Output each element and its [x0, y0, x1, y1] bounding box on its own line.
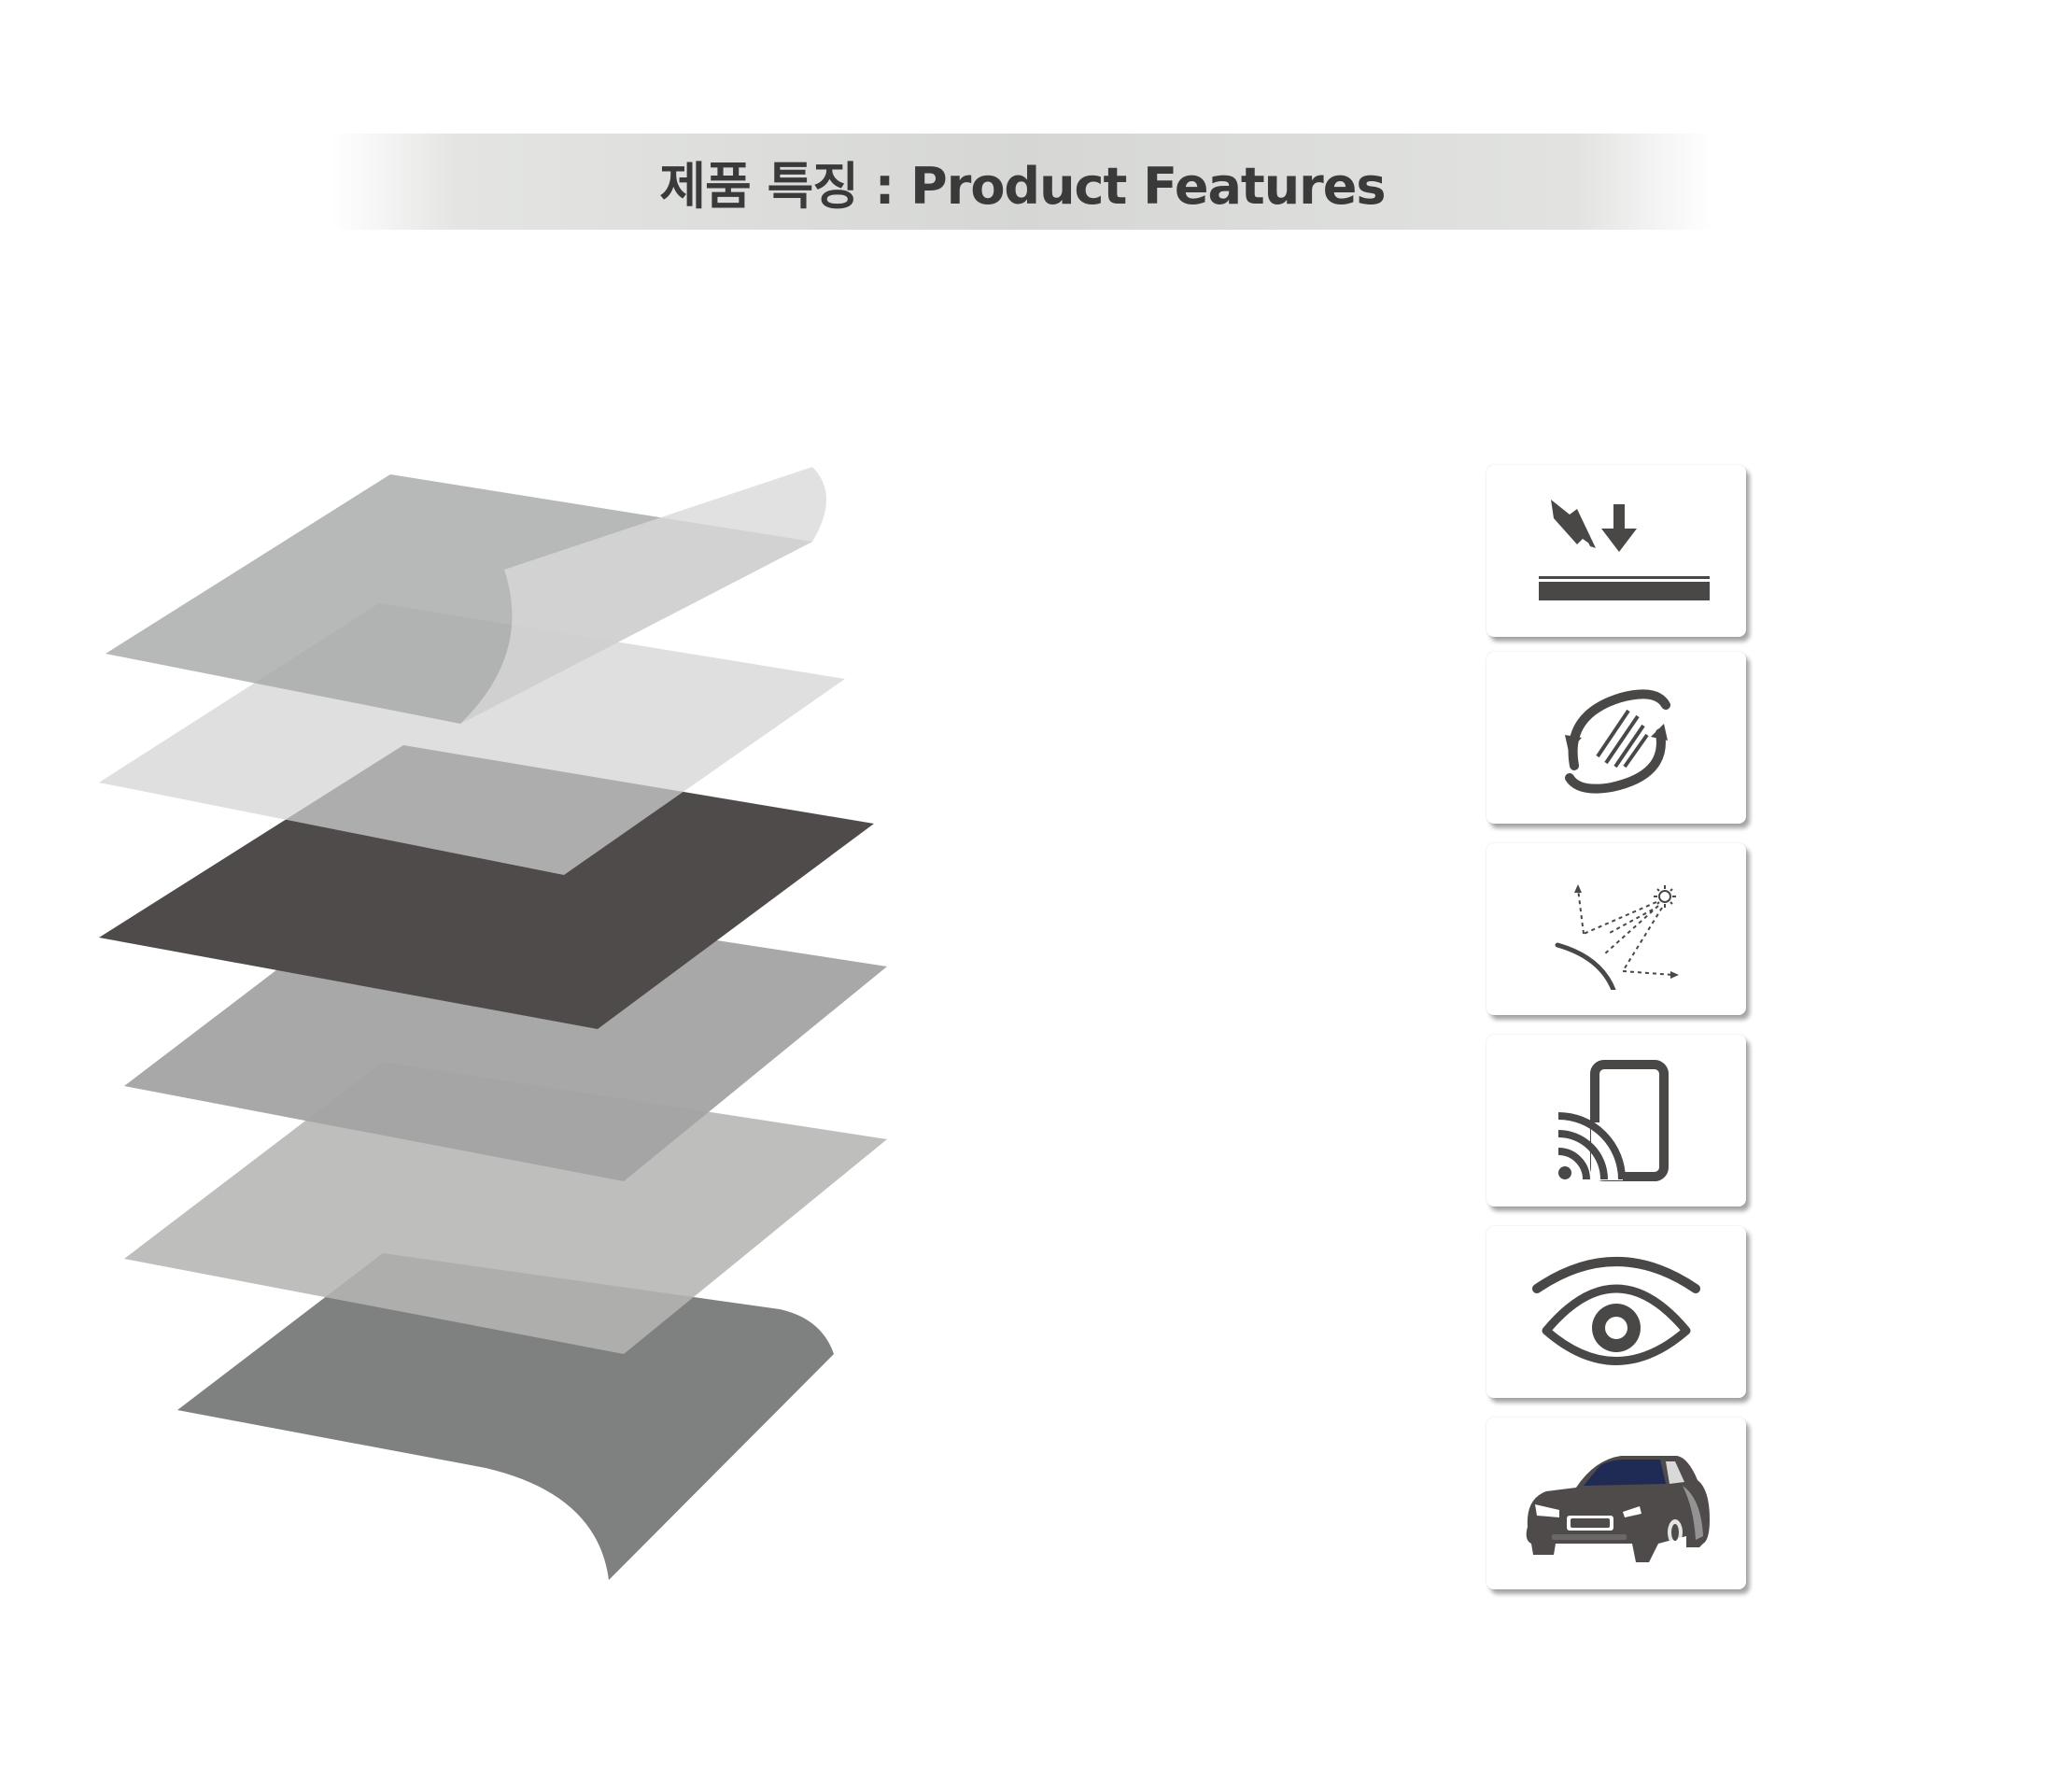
feature-card-signal — [1486, 1035, 1746, 1206]
car-icon — [1526, 1456, 1710, 1562]
film-layer-6 — [177, 1253, 834, 1580]
feature-card-reflection — [1486, 843, 1746, 1015]
page-title: 제품 특징 : Product Features — [659, 157, 1386, 216]
impact-protection-icon — [1539, 500, 1710, 600]
light-reflection-icon — [1555, 884, 1679, 990]
phone-signal-icon — [1557, 1060, 1669, 1181]
feature-card-car — [1486, 1418, 1746, 1589]
feature-card-visibility — [1486, 1226, 1746, 1398]
feature-card-impact — [1486, 465, 1746, 637]
feature-card-scratch — [1486, 652, 1746, 824]
title-banner: 제품 특징 : Product Features — [331, 134, 1713, 230]
eye-visibility-icon — [1532, 1257, 1700, 1365]
scratch-resistant-icon — [1565, 689, 1670, 794]
film-layer-1-curl — [460, 467, 826, 724]
film-layer-5 — [124, 1062, 887, 1354]
layered-film-illustration — [99, 467, 887, 1580]
